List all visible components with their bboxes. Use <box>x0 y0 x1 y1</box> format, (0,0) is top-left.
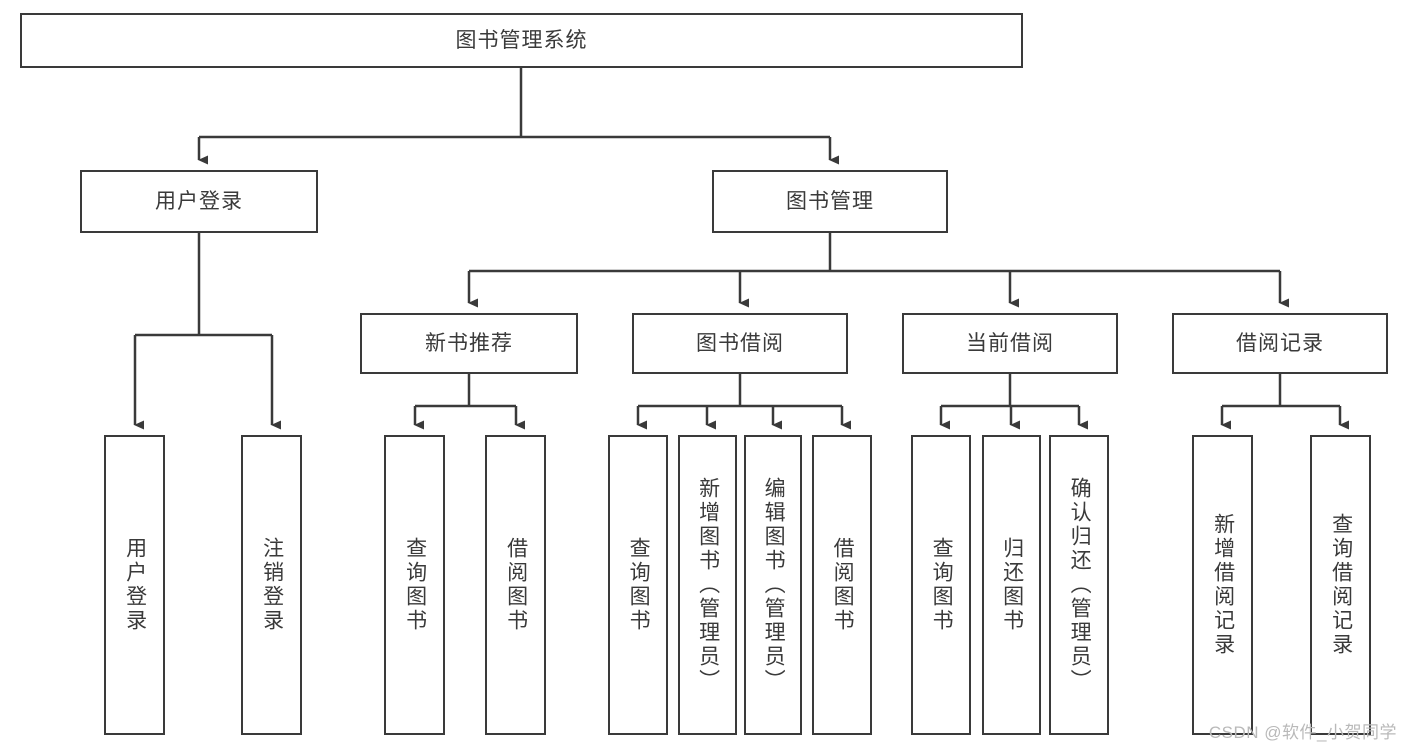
node-label: 借阅图书 <box>504 537 528 633</box>
node-label: 当前借阅 <box>966 331 1054 355</box>
node-label: 新书推荐 <box>425 331 513 355</box>
node-leaf-br-query-record[interactable]: 查询借阅记录 <box>1310 435 1371 735</box>
node-label: 查询图书 <box>627 537 651 633</box>
node-leaf-logout[interactable]: 注销登录 <box>241 435 302 735</box>
node-label: 归还图书 <box>1000 537 1024 633</box>
node-leaf-cb-confirm-return[interactable]: 确认归还（管理员） <box>1049 435 1109 735</box>
node-label: 用户登录 <box>155 189 243 213</box>
node-label: 编辑图书（管理员） <box>762 477 786 693</box>
node-leaf-rec-borrow-book[interactable]: 借阅图书 <box>485 435 546 735</box>
node-label: 图书管理 <box>786 189 874 213</box>
node-label: 用户登录 <box>123 537 147 633</box>
node-leaf-user-login[interactable]: 用户登录 <box>104 435 165 735</box>
node-book-borrow[interactable]: 图书借阅 <box>632 313 848 374</box>
node-label: 新增图书（管理员） <box>696 477 720 693</box>
node-label: 查询借阅记录 <box>1329 513 1353 657</box>
node-leaf-bb-add-book[interactable]: 新增图书（管理员） <box>678 435 737 735</box>
node-label: 图书借阅 <box>696 331 784 355</box>
node-label: 查询图书 <box>403 537 427 633</box>
node-root-system[interactable]: 图书管理系统 <box>20 13 1023 68</box>
node-label: 借阅记录 <box>1236 331 1324 355</box>
node-label: 借阅图书 <box>831 537 855 633</box>
node-leaf-bb-edit-book[interactable]: 编辑图书（管理员） <box>744 435 802 735</box>
node-leaf-cb-query-book[interactable]: 查询图书 <box>911 435 971 735</box>
node-leaf-bb-borrow-book[interactable]: 借阅图书 <box>812 435 872 735</box>
node-user-login[interactable]: 用户登录 <box>80 170 318 233</box>
node-leaf-bb-query-book[interactable]: 查询图书 <box>608 435 668 735</box>
node-label: 确认归还（管理员） <box>1068 477 1092 693</box>
node-current-borrow[interactable]: 当前借阅 <box>902 313 1118 374</box>
node-label: 图书管理系统 <box>455 28 588 52</box>
node-book-management[interactable]: 图书管理 <box>712 170 948 233</box>
node-label: 新增借阅记录 <box>1211 513 1235 657</box>
node-new-book-recommendation[interactable]: 新书推荐 <box>360 313 578 374</box>
node-label: 注销登录 <box>260 537 284 633</box>
node-leaf-rec-query-book[interactable]: 查询图书 <box>384 435 445 735</box>
node-borrow-record[interactable]: 借阅记录 <box>1172 313 1388 374</box>
node-label: 查询图书 <box>930 537 954 633</box>
node-leaf-cb-return-book[interactable]: 归还图书 <box>982 435 1041 735</box>
watermark-text: CSDN @软件_小贺同学 <box>1208 723 1397 742</box>
node-leaf-br-add-record[interactable]: 新增借阅记录 <box>1192 435 1253 735</box>
